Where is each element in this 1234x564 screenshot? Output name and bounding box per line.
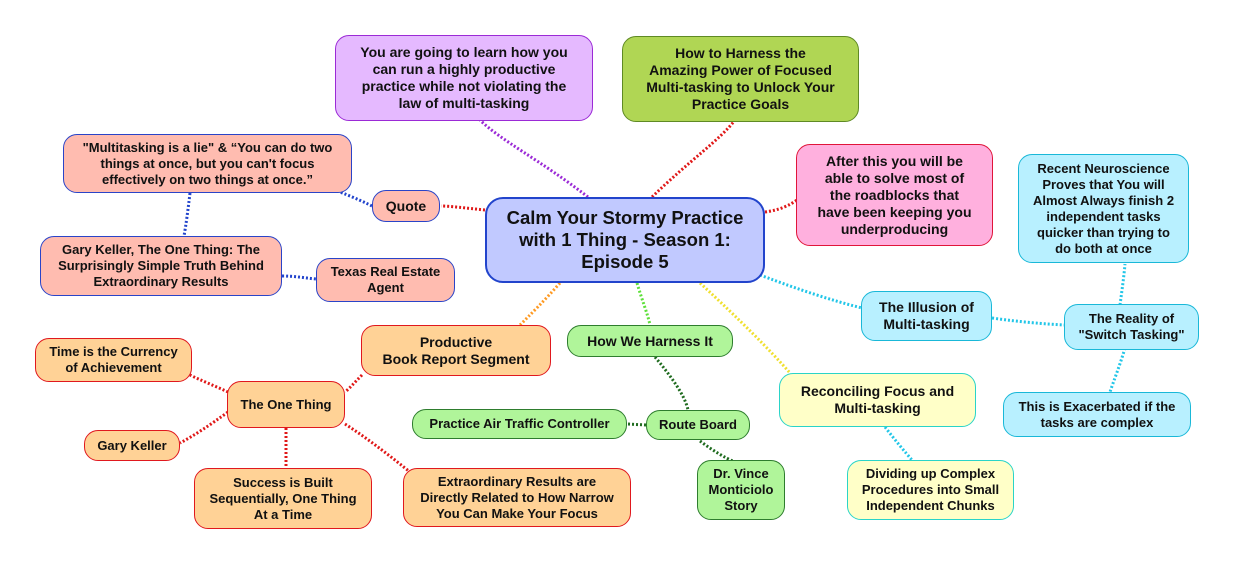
node-vince-story[interactable]: Dr. Vince Monticiolo Story — [697, 460, 785, 520]
node-keller-book[interactable]: Gary Keller, The One Thing: The Surprisi… — [40, 236, 282, 296]
node-exacerbated[interactable]: This is Exacerbated if the tasks are com… — [1003, 392, 1191, 437]
link-how-route — [653, 356, 690, 411]
node-one-thing[interactable]: The One Thing — [227, 381, 345, 428]
node-solve[interactable]: After this you will be able to solve mos… — [796, 144, 993, 246]
link-quote-text — [339, 190, 373, 208]
node-learn[interactable]: You are going to learn how you can run a… — [335, 35, 593, 121]
node-time-currency[interactable]: Time is the Currency of Achievement — [35, 338, 192, 382]
link-central-productive — [518, 282, 562, 327]
node-illusion[interactable]: The Illusion of Multi-tasking — [861, 291, 992, 341]
node-dividing[interactable]: Dividing up Complex Procedures into Smal… — [847, 460, 1014, 520]
link-illusion-switch — [991, 316, 1065, 327]
node-route-board[interactable]: Route Board — [646, 410, 750, 440]
node-quote[interactable]: Quote — [372, 190, 440, 222]
node-neuroscience[interactable]: Recent Neuroscience Proves that You will… — [1018, 154, 1189, 263]
node-gary-keller[interactable]: Gary Keller — [84, 430, 180, 461]
link-central-solve — [764, 198, 798, 214]
node-switch-tasking[interactable]: The Reality of "Switch Tasking" — [1064, 304, 1199, 350]
link-central-harness-title — [650, 119, 737, 199]
link-onething-extraordinary — [344, 422, 411, 474]
node-productive[interactable]: Productive Book Report Segment — [361, 325, 551, 376]
link-central-reconciling — [698, 281, 792, 374]
central-topic[interactable]: Calm Your Stormy Practice with 1 Thing -… — [485, 197, 765, 283]
link-central-quote — [440, 204, 486, 212]
link-keller-texas — [281, 274, 317, 281]
link-central-learn — [478, 118, 589, 199]
link-reconciling-dividing — [883, 426, 914, 461]
node-how-we-harness[interactable]: How We Harness It — [567, 325, 733, 357]
node-reconciling[interactable]: Reconciling Focus and Multi-tasking — [779, 373, 976, 427]
node-texas-agent[interactable]: Texas Real Estate Agent — [316, 258, 455, 302]
link-onething-gary — [179, 410, 229, 445]
node-quote-text[interactable]: "Multitasking is a lie" & “You can do tw… — [63, 134, 352, 193]
node-success[interactable]: Success is Built Sequentially, One Thing… — [194, 468, 372, 529]
link-quote-keller — [182, 192, 192, 237]
node-harness-title[interactable]: How to Harness the Amazing Power of Focu… — [622, 36, 859, 122]
link-route-vince — [699, 439, 736, 464]
link-central-illusion — [759, 273, 863, 310]
link-route-air — [626, 422, 647, 427]
link-onething-time — [189, 373, 229, 394]
link-central-how — [635, 282, 652, 326]
link-switch-exacerbated — [1108, 347, 1127, 393]
node-extraordinary[interactable]: Extraordinary Results are Directly Relat… — [403, 468, 631, 527]
node-air-traffic[interactable]: Practice Air Traffic Controller — [412, 409, 627, 439]
link-productive-onething — [344, 373, 364, 394]
link-switch-neuro — [1118, 263, 1127, 306]
